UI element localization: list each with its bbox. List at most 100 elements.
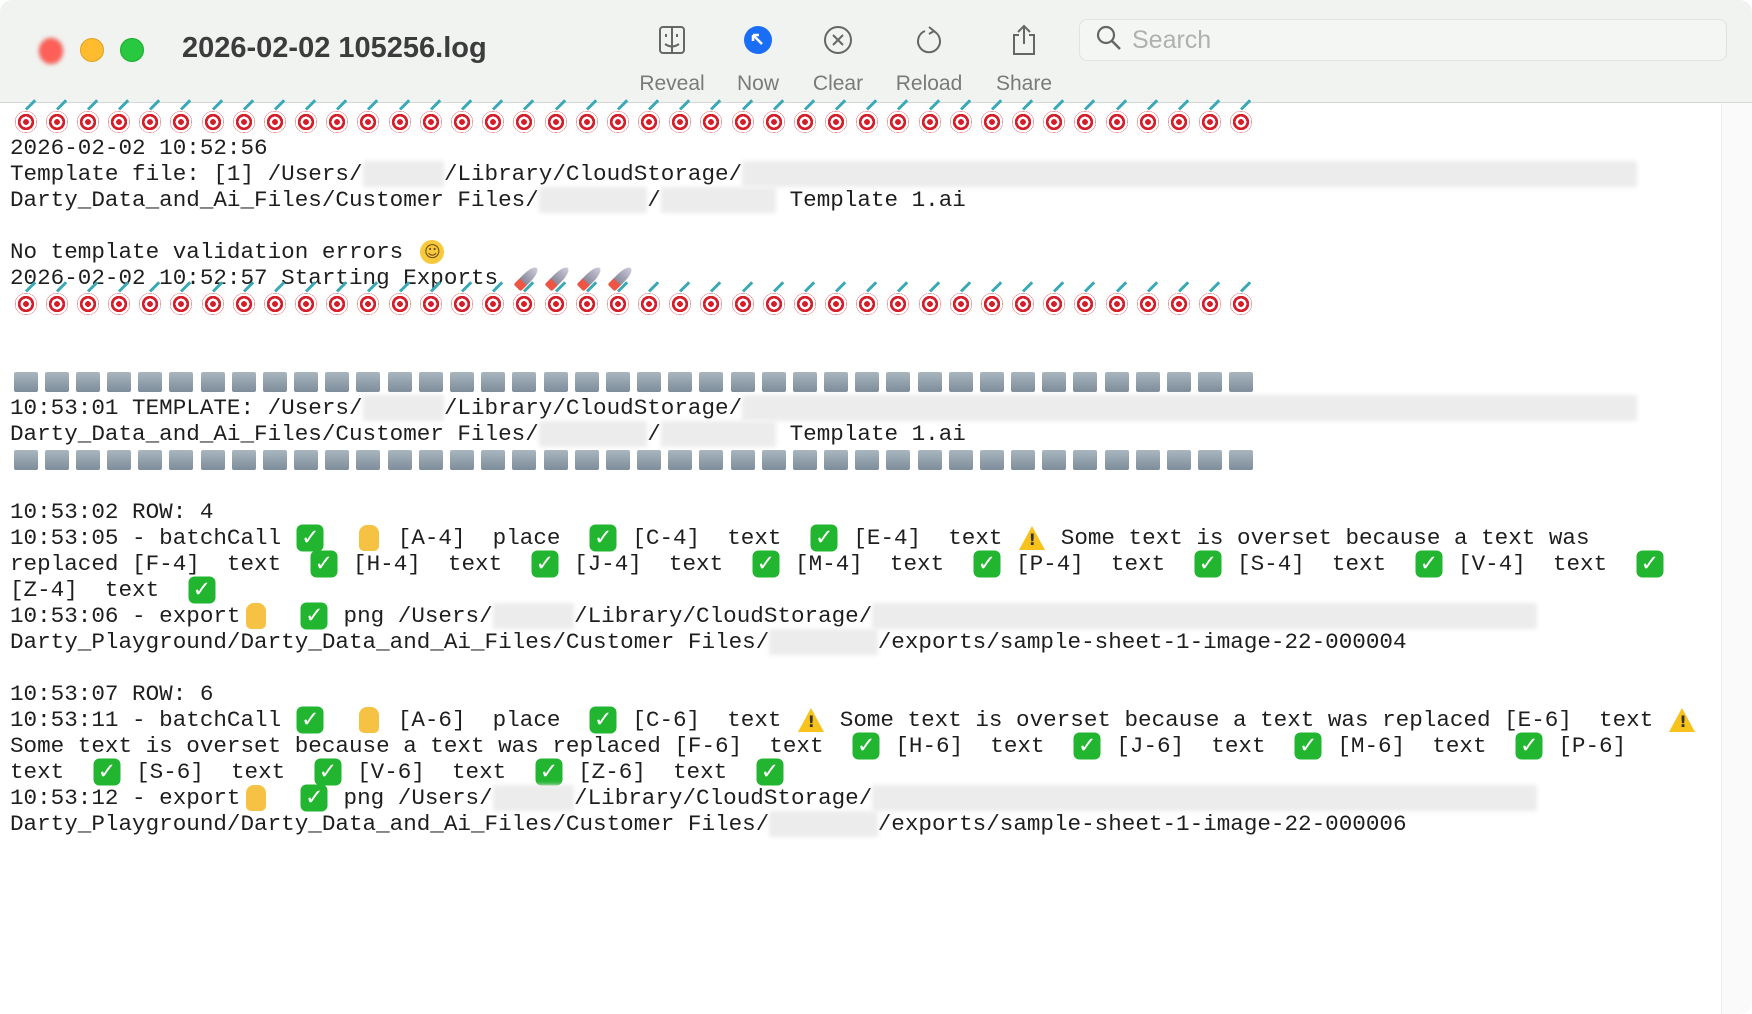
target-icon (322, 291, 353, 317)
log-text: text (10, 759, 92, 785)
folder-icon (602, 447, 633, 473)
reload-button[interactable]: Reload (884, 20, 974, 96)
check-icon: ✓ (295, 524, 326, 552)
log-text: /exports/sample-sheet-1-image-22-000006 (877, 811, 1407, 837)
folder-icon (1132, 447, 1163, 473)
target-icon (104, 291, 135, 317)
log-text: [C-6] text (618, 707, 796, 733)
log-text: No template validation errors (10, 239, 417, 265)
folder-icon (696, 447, 727, 473)
warning-icon (1016, 525, 1047, 551)
log-text (326, 707, 353, 733)
redacted-text (872, 603, 1537, 629)
redacted-text (538, 187, 648, 213)
check-icon: ✓ (312, 758, 343, 786)
folder-icon (1195, 447, 1226, 473)
log-line: No template validation errors ☺ (10, 239, 1721, 265)
log-line: Darty_Data_and_Ai_Files/Customer Files//… (10, 187, 1721, 213)
folder-icon (789, 447, 820, 473)
folder-icon (135, 447, 166, 473)
folder-icon (446, 447, 477, 473)
folder-icon (72, 447, 103, 473)
now-label: Now (736, 72, 779, 95)
target-icon (1070, 109, 1101, 135)
search-field[interactable] (1079, 19, 1727, 61)
folder-icon (384, 447, 415, 473)
target-icon (602, 109, 633, 135)
target-icon (976, 291, 1007, 317)
target-icon (1132, 109, 1163, 135)
check-icon: ✓ (754, 758, 785, 786)
smile-icon: ☺ (417, 239, 448, 265)
target-icon (509, 109, 540, 135)
folder-icon (602, 369, 633, 395)
target-icon (540, 109, 571, 135)
window-title: 2026-02-02 105256.log (182, 32, 487, 64)
folder-icon (727, 447, 758, 473)
thumbs-up-icon (353, 707, 384, 733)
target-icon (228, 109, 259, 135)
folder-icon (478, 369, 509, 395)
folder-icon (665, 369, 696, 395)
target-icon (135, 291, 166, 317)
target-icon (883, 109, 914, 135)
x-circle-icon (793, 20, 883, 60)
folder-icon (197, 369, 228, 395)
target-icon (259, 109, 290, 135)
minimize-window-button[interactable] (80, 38, 104, 62)
redacted-text (492, 603, 575, 629)
log-text: [M-4] text (781, 551, 972, 577)
reload-label: Reload (895, 72, 963, 95)
log-text: [J-4] text (560, 551, 751, 577)
warning-icon (795, 707, 826, 733)
redacted-text (362, 395, 444, 421)
log-text: Template 1.ai (776, 187, 966, 213)
folder-icon (758, 369, 789, 395)
folder-icon (758, 447, 789, 473)
target-icon (1008, 109, 1039, 135)
reveal-button[interactable]: Reveal (627, 20, 717, 96)
now-button[interactable]: Now (713, 20, 803, 96)
zoom-window-button[interactable] (120, 38, 144, 62)
log-text (272, 785, 299, 811)
vertical-scrollbar[interactable] (1721, 103, 1752, 1014)
clear-button[interactable]: Clear (793, 20, 883, 96)
share-icon (979, 20, 1069, 60)
target-icon (914, 109, 945, 135)
folder-icon (291, 447, 322, 473)
share-button[interactable]: Share (979, 20, 1069, 96)
check-icon: ✓ (299, 784, 330, 812)
log-text: [A-6] place (384, 707, 588, 733)
target-icon (633, 291, 664, 317)
redacted-text (769, 811, 878, 837)
target-icon (135, 109, 166, 135)
folder-icon (914, 447, 945, 473)
log-text: /Library/CloudStorage/ (443, 395, 743, 421)
folder-icon (727, 369, 758, 395)
target-icon (1101, 109, 1132, 135)
folder-icon (789, 369, 820, 395)
check-icon: ✓ (750, 550, 781, 578)
target-icon (1195, 291, 1226, 317)
target-icon (415, 109, 446, 135)
log-text: 10:53:12 - export (10, 785, 241, 811)
check-icon: ✓ (308, 550, 339, 578)
target-icon (945, 109, 976, 135)
search-input[interactable] (1132, 25, 1692, 55)
check-icon: ✓ (588, 524, 619, 552)
log-text: [A-4] place (384, 525, 588, 551)
log-line (10, 317, 1721, 343)
folder-icon (571, 447, 602, 473)
folder-icon (945, 447, 976, 473)
close-window-button[interactable] (39, 38, 63, 64)
log-text: Some text is overset because a text was … (10, 733, 851, 759)
folder-icon (1070, 447, 1101, 473)
target-icon (291, 109, 322, 135)
log-text: Some text is overset because a text was (1047, 525, 1590, 551)
folder-icon (852, 369, 883, 395)
log-line: Template file: [1] /Users//Library/Cloud… (10, 161, 1721, 187)
folder-icon (415, 447, 446, 473)
log-line: replaced [F-4] text ✓ [H-4] text ✓ [J-4]… (10, 550, 1721, 578)
